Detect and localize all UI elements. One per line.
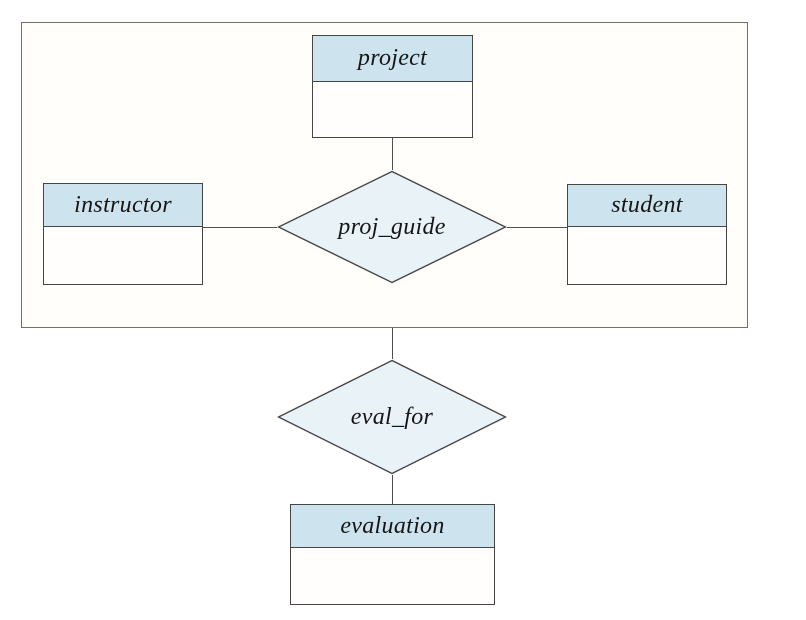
connector-instructor-projguide <box>203 227 277 228</box>
entity-evaluation-name: evaluation <box>291 505 494 548</box>
relationship-eval-for-label: eval_for <box>350 403 434 430</box>
relationship-proj-guide-label: proj_guide <box>338 213 446 240</box>
connector-projguide-student <box>507 227 567 228</box>
connector-project-projguide <box>392 138 393 170</box>
entity-evaluation: evaluation <box>290 504 495 605</box>
diamond-shape <box>277 359 507 475</box>
entity-project: project <box>312 35 473 138</box>
connector-evalfor-evaluation <box>392 475 393 504</box>
connector-aggregation-evalfor <box>392 328 393 359</box>
entity-project-name: project <box>313 36 472 82</box>
relationship-proj-guide: proj_guide <box>277 170 507 284</box>
entity-instructor: instructor <box>43 183 203 285</box>
entity-student: student <box>567 184 727 285</box>
relationship-eval-for: eval_for <box>277 359 507 475</box>
entity-instructor-name: instructor <box>44 184 202 227</box>
entity-student-name: student <box>568 185 726 227</box>
diamond-shape <box>277 170 507 284</box>
